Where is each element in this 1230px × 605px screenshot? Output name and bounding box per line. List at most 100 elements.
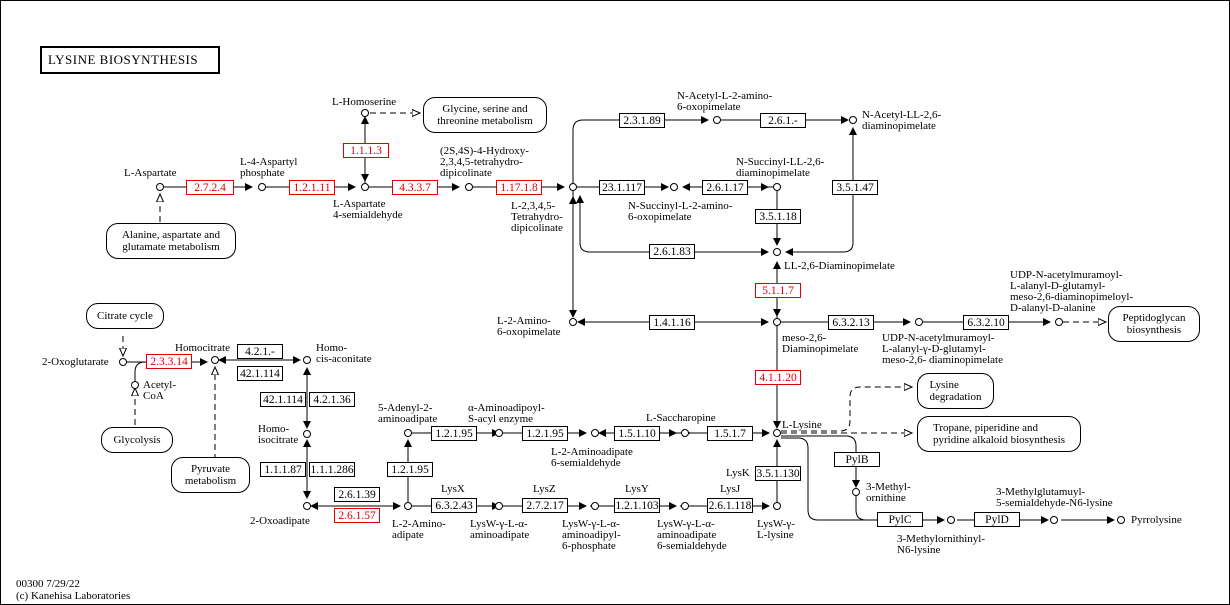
enzyme-2.3.1.89[interactable]: 2.3.1.89	[619, 113, 665, 128]
map-link-alanine-aspartate-glutamate[interactable]: Alanine, aspartate and glutamate metabol…	[106, 223, 236, 259]
enzyme-2.6.1.-[interactable]: 2.6.1.-	[760, 113, 806, 128]
compound-label-l-lysine[interactable]: L-Lysine	[782, 419, 822, 431]
enzyme-2.6.1.57[interactable]: 2.6.1.57	[334, 508, 380, 523]
map-link-tropane-alkaloid[interactable]: Tropane, piperidine and pyridine alkaloi…	[917, 416, 1081, 452]
compound-node[interactable]	[1050, 516, 1058, 524]
compound-label-lysw-aminoadipate-semialdehyde[interactable]: LysW-γ-L-α- aminoadipate 6-semialdehyde	[657, 518, 727, 552]
compound-label-aspartate-semialdehyde[interactable]: L-Aspartate 4-semialdehyde	[333, 198, 403, 221]
compound-node[interactable]	[404, 429, 412, 437]
enzyme-1.1.1.87[interactable]: 1.1.1.87	[260, 462, 306, 477]
map-link-citrate-cycle[interactable]: Citrate cycle	[86, 303, 164, 329]
compound-node[interactable]	[303, 430, 311, 438]
map-link-glycolysis[interactable]: Glycolysis	[101, 427, 173, 453]
compound-label-2-oxoglutarate[interactable]: 2-Oxoglutarate	[42, 356, 109, 368]
compound-node[interactable]	[465, 183, 473, 191]
compound-node[interactable]	[119, 358, 127, 366]
compound-label-acetyl-coa[interactable]: Acetyl- CoA	[143, 379, 176, 402]
compound-node[interactable]	[915, 318, 923, 326]
enzyme-4.2.1.114-a[interactable]: 42.1.114	[237, 366, 283, 381]
compound-label-methylornithinyl-lysine[interactable]: 3-Methylornithinyl- N6-lysine	[897, 533, 985, 556]
compound-node[interactable]	[670, 183, 678, 191]
enzyme-4.3.3.7[interactable]: 4.3.3.7	[392, 180, 438, 195]
enzyme-1.1.1.3[interactable]: 1.1.1.3	[343, 143, 389, 158]
compound-label-aminoadipate-semialdehyde[interactable]: L-2-Aminoadipate 6-semialdehyde	[551, 446, 633, 469]
compound-node[interactable]	[361, 109, 369, 117]
enzyme-1.5.1.7[interactable]: 1.5.1.7	[707, 426, 753, 441]
compound-label-homocitrate[interactable]: Homocitrate	[175, 342, 230, 354]
compound-label-n-succinyl-aop[interactable]: N-Succinyl-L-2-amino- 6-oxopimelate	[628, 200, 733, 223]
enzyme-1.2.1.95-c[interactable]: 1.2.1.95	[387, 462, 433, 477]
map-link-peptidoglycan[interactable]: Peptidoglycan biosynthesis	[1108, 306, 1200, 342]
enzyme-5.1.1.7[interactable]: 5.1.1.7	[755, 283, 801, 298]
compound-label-udp-tripeptide[interactable]: UDP-N-acetylmuramoyl- L-alanyl-γ-D-gluta…	[882, 332, 1003, 366]
compound-node[interactable]	[258, 183, 266, 191]
enzyme-4.2.1.36[interactable]: 4.2.1.36	[309, 392, 355, 407]
enzyme-2.7.2.4[interactable]: 2.7.2.4	[186, 180, 234, 195]
enzyme-1.17.1.8[interactable]: 1.17.1.8	[496, 180, 542, 195]
compound-label-aspartyl-phosphate[interactable]: L-4-Aspartyl phosphate	[240, 156, 298, 179]
compound-label-n-succinyl-dap[interactable]: N-Succinyl-LL-2,6- diaminopimelate	[736, 156, 825, 179]
enzyme-3.5.1.47[interactable]: 3.5.1.47	[832, 180, 878, 195]
compound-node[interactable]	[773, 502, 781, 510]
enzyme-1.2.1.95-a[interactable]: 1.2.1.95	[431, 426, 477, 441]
compound-node[interactable]	[591, 502, 599, 510]
enzyme-4.1.1.20[interactable]: 4.1.1.20	[755, 370, 801, 385]
enzyme-1.2.1.103[interactable]: 1.2.1.103	[614, 498, 660, 513]
compound-label-2-oxoadipate[interactable]: 2-Oxoadipate	[250, 515, 310, 527]
compound-label-lysw-lysine[interactable]: LysW-γ- L-lysine	[757, 518, 795, 541]
enzyme-2.6.1.118[interactable]: 2.6.1.118	[707, 498, 753, 513]
compound-label-thdp[interactable]: L-2,3,4,5- Tetrahydro- dipicolinate	[511, 200, 563, 234]
compound-node[interactable]	[211, 356, 219, 364]
compound-label-lysw-aminoadipyl-phosphate[interactable]: LysW-γ-L-α- aminoadipyl- 6-phosphate	[562, 518, 621, 552]
enzyme-1.5.1.10[interactable]: 1.5.1.10	[614, 426, 660, 441]
enzyme-2.3.1.117[interactable]: 23.1.117	[599, 180, 645, 195]
enzyme-4.2.1.-[interactable]: 4.2.1.-	[237, 344, 283, 359]
enzyme-2.6.1.83[interactable]: 2.6.1.83	[649, 244, 695, 259]
enzyme-pylD[interactable]: PylD	[974, 512, 1020, 527]
compound-node[interactable]	[773, 248, 781, 256]
enzyme-6.3.2.43[interactable]: 6.3.2.43	[431, 498, 477, 513]
compound-node[interactable]	[495, 502, 503, 510]
enzyme-pylC[interactable]: PylC	[877, 512, 923, 527]
compound-label-aminoadipoyl-s-acyl[interactable]: α-Aminoadipoyl- S-acyl enzyme	[468, 402, 545, 425]
compound-label-udp-pentapeptide[interactable]: UDP-N-acetylmuramoyl- L-alanyl-D-glutamy…	[1010, 269, 1134, 314]
enzyme-6.3.2.13[interactable]: 6.3.2.13	[828, 315, 874, 330]
enzyme-2.7.2.17[interactable]: 2.7.2.17	[522, 498, 568, 513]
enzyme-2.6.1.17[interactable]: 2.6.1.17	[702, 180, 748, 195]
compound-label-lysw-aminoadipate[interactable]: LysW-γ-L-α- aminoadipate	[470, 518, 530, 541]
compound-node[interactable]	[131, 381, 139, 389]
compound-label-methylglutamyl-lysine[interactable]: 3-Methylglutamuyl- 5-semialdehyde-N6-lys…	[996, 486, 1113, 509]
map-link-pyruvate-metabolism[interactable]: Pyruvate metabolism	[171, 457, 250, 493]
enzyme-pylB[interactable]: PylB	[834, 452, 880, 467]
enzyme-1.4.1.16[interactable]: 1.4.1.16	[649, 315, 695, 330]
compound-label-ll-dap[interactable]: LL-2,6-Diaminopimelate	[784, 260, 895, 272]
compound-node[interactable]	[773, 318, 781, 326]
compound-node[interactable]	[849, 116, 857, 124]
enzyme-1.2.1.95-b[interactable]: 1.2.1.95	[522, 426, 568, 441]
compound-node[interactable]	[569, 318, 577, 326]
map-link-glycine-serine-threonine[interactable]: Glycine, serine and threonine metabolism	[423, 97, 547, 133]
compound-node[interactable]	[156, 183, 164, 191]
compound-label-l-aspartate[interactable]: L-Aspartate	[124, 167, 177, 179]
enzyme-1.2.1.11[interactable]: 1.2.1.11	[289, 180, 335, 195]
compound-node[interactable]	[1117, 516, 1125, 524]
map-link-lysine-degradation[interactable]: Lysine degradation	[917, 373, 994, 409]
compound-node[interactable]	[404, 502, 412, 510]
compound-label-n-acetyl-dap[interactable]: N-Acetyl-LL-2,6- diaminopimelate	[862, 109, 942, 132]
enzyme-2.3.3.14[interactable]: 2.3.3.14	[146, 354, 192, 369]
compound-label-pyrrolysine[interactable]: Pyrrolysine	[1131, 514, 1182, 526]
compound-label-aop[interactable]: L-2-Amino- 6-oxopimelate	[497, 315, 561, 338]
compound-node[interactable]	[303, 502, 311, 510]
compound-node[interactable]	[773, 183, 781, 191]
compound-node[interactable]	[713, 116, 721, 124]
compound-label-3-methylornithine[interactable]: 3-Methyl- ornithine	[866, 481, 911, 504]
compound-label-n-acetyl-aop[interactable]: N-Acetyl-L-2-amino- 6-oxopimelate	[677, 90, 773, 113]
enzyme-3.5.1.130[interactable]: 3.5.1.130	[755, 466, 801, 481]
enzyme-6.3.2.10[interactable]: 6.3.2.10	[963, 315, 1009, 330]
compound-node[interactable]	[361, 183, 369, 191]
compound-label-saccharopine[interactable]: L-Saccharopine	[646, 412, 716, 424]
compound-node[interactable]	[947, 516, 955, 524]
compound-label-meso-dap[interactable]: meso-2,6- Diaminopimelate	[782, 332, 859, 355]
enzyme-2.6.1.39[interactable]: 2.6.1.39	[334, 487, 380, 502]
compound-label-adenyl-aminoadipate[interactable]: 5-Adenyl-2- aminoadipate	[378, 402, 438, 425]
